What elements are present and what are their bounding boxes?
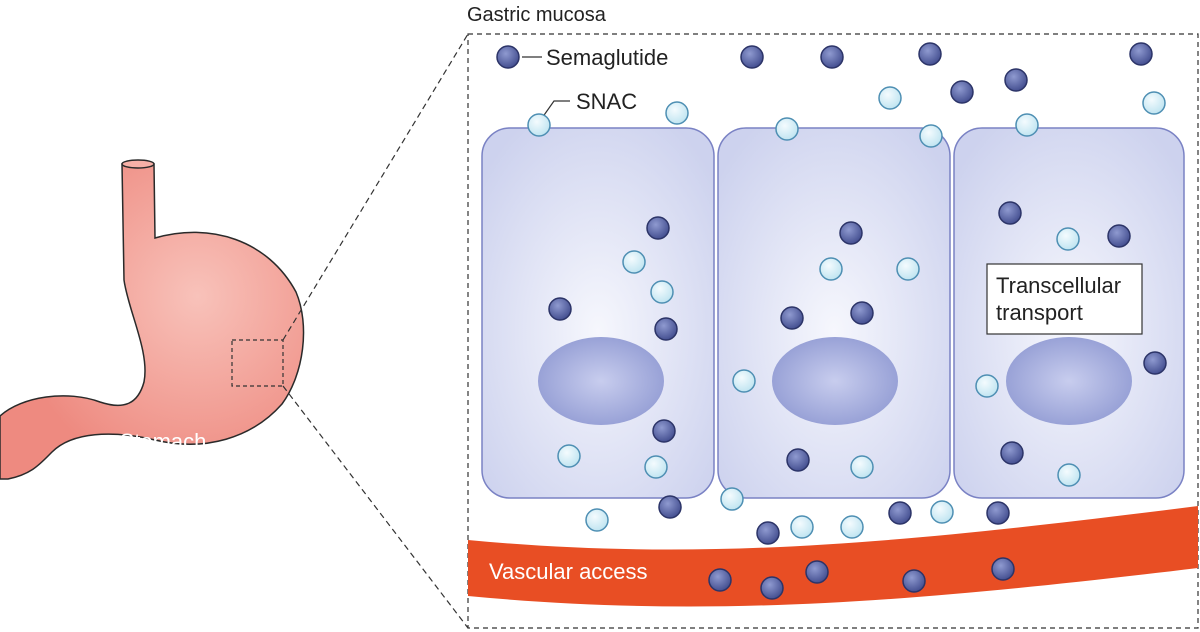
semaglutide-molecule: [760, 576, 784, 600]
semaglutide-molecule: [646, 216, 670, 240]
semaglutide-molecule: [888, 501, 912, 525]
semaglutide-molecule: [708, 568, 732, 592]
esophagus-opening: [121, 159, 155, 169]
semaglutide-molecule: [850, 301, 874, 325]
stomach-shape: [0, 163, 305, 480]
snac-molecule: [1142, 91, 1166, 115]
semaglutide-legend-label: Semaglutide: [546, 45, 668, 70]
semaglutide-molecule: [1129, 42, 1153, 66]
semaglutide-molecule: [998, 201, 1022, 225]
semaglutide-molecule: [654, 317, 678, 341]
zoom-line-bottom: [282, 385, 469, 629]
semaglutide-molecule: [740, 45, 764, 69]
semaglutide-molecule: [902, 569, 926, 593]
semaglutide-molecule: [986, 501, 1010, 525]
snac-leader: [541, 100, 570, 119]
transcellular-label-line2: transport: [996, 300, 1083, 325]
transcellular-label-line1: Transcellular: [996, 273, 1121, 298]
semaglutide-molecule: [1107, 224, 1131, 248]
vascular-access-label: Vascular access: [489, 559, 648, 584]
panel-title: Gastric mucosa: [467, 4, 607, 26]
stomach-illustration: Stomach: [0, 159, 305, 480]
semaglutide-molecule: [918, 42, 942, 66]
semaglutide-molecule: [786, 448, 810, 472]
snac-molecule: [930, 500, 954, 524]
snac-molecule: [557, 444, 581, 468]
snac-molecule: [644, 455, 668, 479]
snac-molecule: [527, 113, 551, 137]
semaglutide-molecule: [1004, 68, 1028, 92]
snac-molecule: [650, 280, 674, 304]
snac-molecule: [622, 250, 646, 274]
semaglutide-molecule: [991, 557, 1015, 581]
semaglutide-molecule: [950, 80, 974, 104]
molecules: [496, 42, 1167, 600]
snac-molecule: [819, 257, 843, 281]
snac-molecule: [665, 101, 689, 125]
semaglutide-molecule: [820, 45, 844, 69]
snac-molecule: [732, 369, 756, 393]
snac-molecule: [1056, 227, 1080, 251]
cell-1: [481, 127, 715, 499]
semaglutide-molecule: [658, 495, 682, 519]
semaglutide-molecule: [496, 45, 520, 69]
snac-legend-label: SNAC: [576, 89, 637, 114]
blood-vessel: [468, 506, 1198, 607]
snac-molecule: [1057, 463, 1081, 487]
snac-molecule: [775, 117, 799, 141]
semaglutide-molecule: [652, 419, 676, 443]
semaglutide-molecule: [780, 306, 804, 330]
semaglutide-molecule: [805, 560, 829, 584]
nucleus-2: [772, 337, 898, 425]
snac-molecule: [585, 508, 609, 532]
snac-molecule: [840, 515, 864, 539]
semaglutide-molecule: [839, 221, 863, 245]
snac-molecule: [790, 515, 814, 539]
snac-molecule: [896, 257, 920, 281]
cell-2: [717, 127, 951, 499]
mucosa-panel: [467, 33, 1199, 629]
semaglutide-molecule: [1000, 441, 1024, 465]
snac-molecule: [975, 374, 999, 398]
nucleus-3: [1006, 337, 1132, 425]
snac-molecule: [919, 124, 943, 148]
zoom-region-box: [231, 339, 284, 387]
semaglutide-molecule: [548, 297, 572, 321]
snac-molecule: [720, 487, 744, 511]
snac-molecule: [850, 455, 874, 479]
nucleus-1: [538, 337, 664, 425]
snac-molecule: [878, 86, 902, 110]
semaglutide-molecule: [756, 521, 780, 545]
semaglutide-molecule: [1143, 351, 1167, 375]
transcellular-label-box: [986, 263, 1143, 335]
snac-molecule: [1015, 113, 1039, 137]
zoom-line-top: [282, 33, 469, 341]
stomach-label: Stomach: [120, 429, 207, 454]
